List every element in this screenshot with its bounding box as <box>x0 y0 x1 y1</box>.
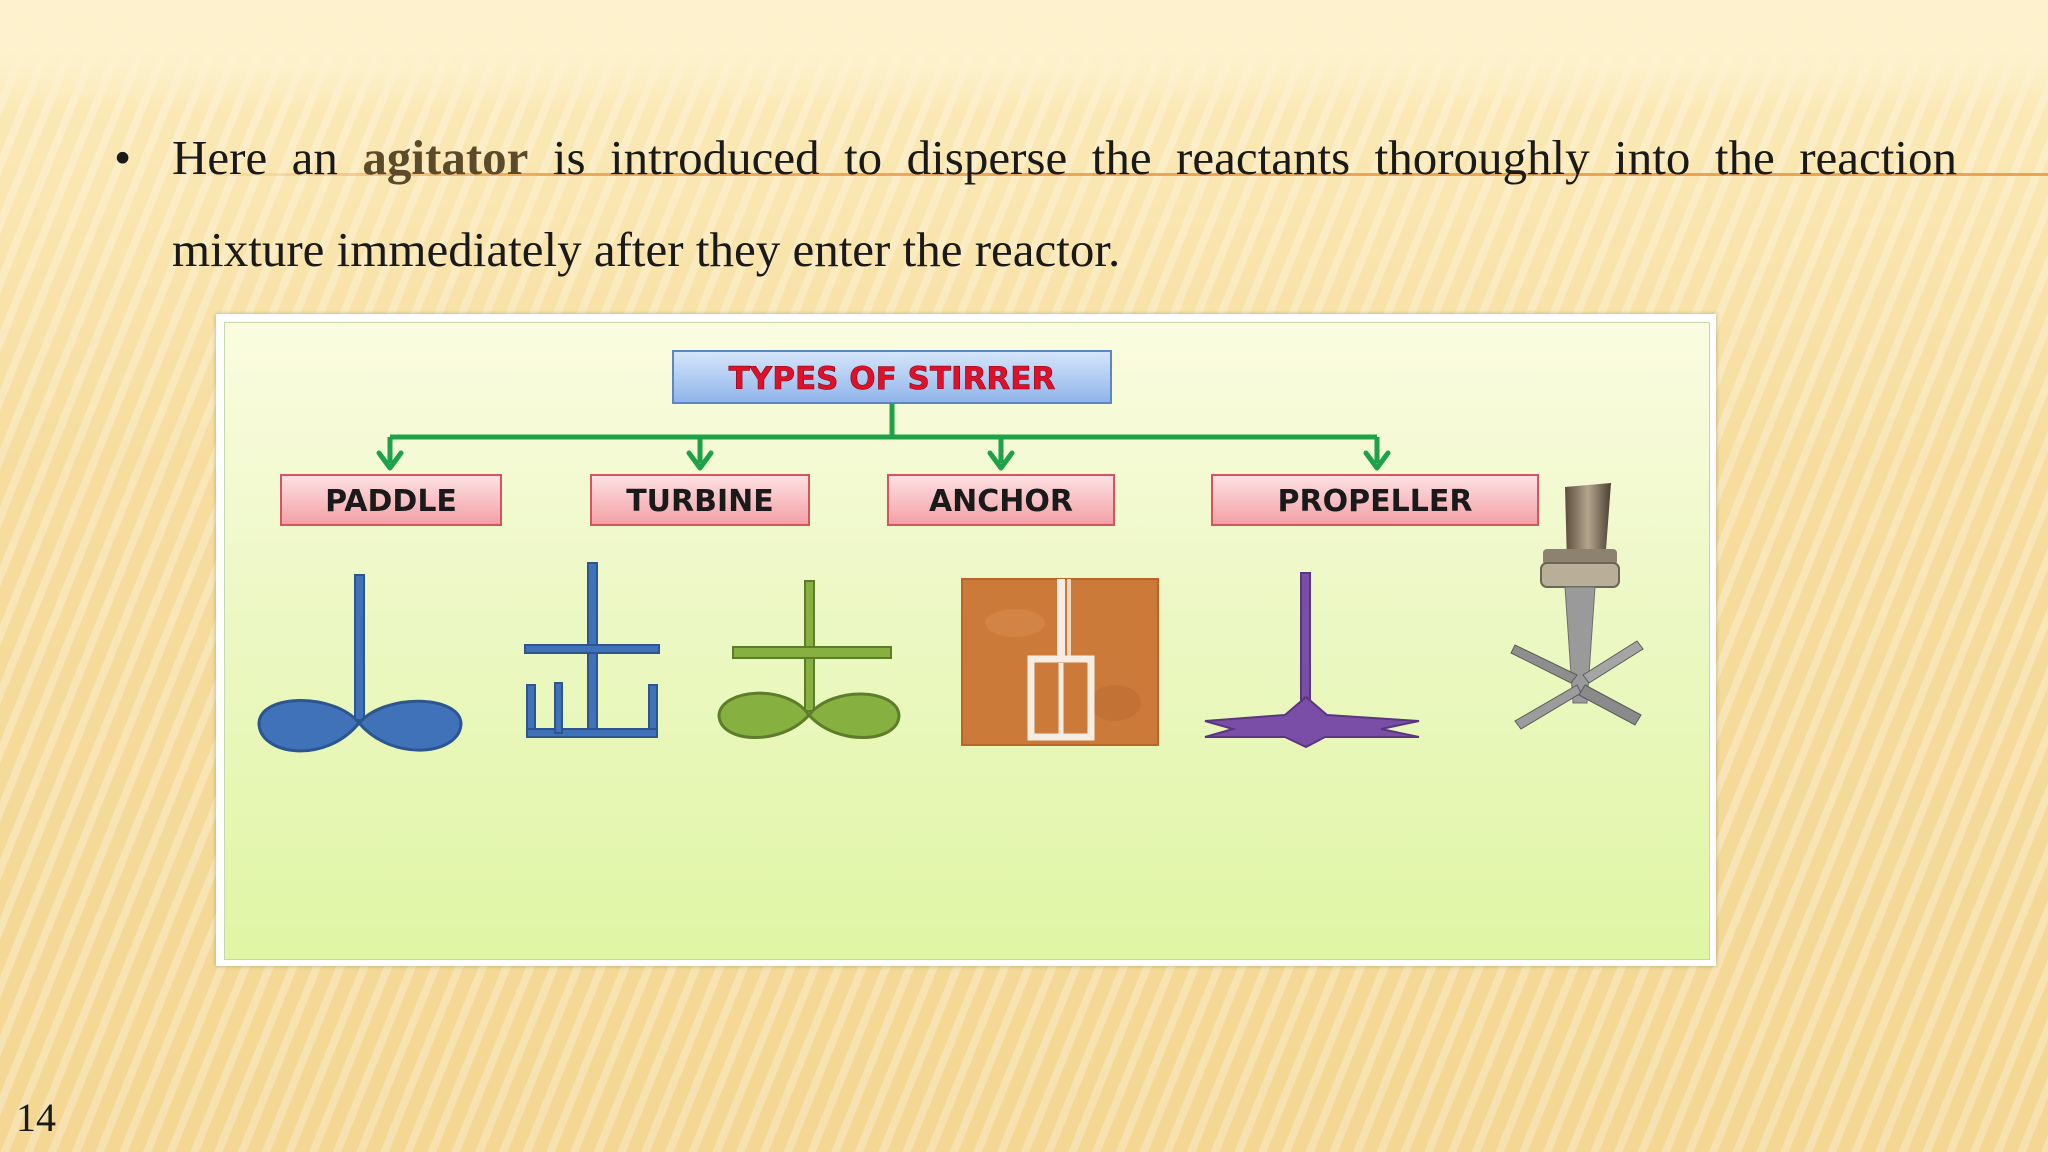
type-box-anchor: ANCHOR <box>887 474 1115 526</box>
stirrer-diagram: TYPES OF STIRRER PADDLE <box>257 350 1644 753</box>
bullet-marker: • <box>114 130 132 185</box>
slide-number: 14 <box>16 1095 56 1140</box>
anchor-stirrer-photo <box>961 578 1159 746</box>
diagram-title-box: TYPES OF STIRRER <box>672 350 1112 404</box>
type-box-turbine: TURBINE <box>590 474 810 526</box>
bullet-bold-term: agitator <box>362 130 529 185</box>
type-label-turbine: TURBINE <box>626 484 774 519</box>
type-label-anchor: ANCHOR <box>929 484 1073 519</box>
bullet-text-after: is introduced to disperse the reactants … <box>172 130 1957 277</box>
type-label-paddle: PADDLE <box>325 484 457 519</box>
propeller-photo <box>1510 483 1644 730</box>
stirrer-types-figure: TYPES OF STIRRER PADDLE <box>216 314 1716 966</box>
turbine-stirrer-illustration <box>524 562 660 738</box>
type-box-paddle: PADDLE <box>280 474 502 526</box>
green-stirrer-illustration <box>717 580 901 739</box>
propeller-stirrer-illustration <box>1204 572 1420 749</box>
type-box-propeller: PROPELLER <box>1211 474 1539 526</box>
bullet-paragraph: Here an agitator is introduced to disper… <box>172 112 1957 296</box>
type-label-propeller: PROPELLER <box>1278 484 1473 519</box>
header-rule <box>170 173 2048 176</box>
bullet-text-before: Here an <box>172 130 363 185</box>
connector-lines <box>387 403 1380 463</box>
background-top-fade <box>0 0 2048 110</box>
paddle-stirrer-illustration <box>257 574 463 753</box>
connector-arrowheads <box>376 450 1391 471</box>
diagram-title: TYPES OF STIRRER <box>729 361 1056 397</box>
figure-panel: TYPES OF STIRRER PADDLE <box>224 322 1710 960</box>
